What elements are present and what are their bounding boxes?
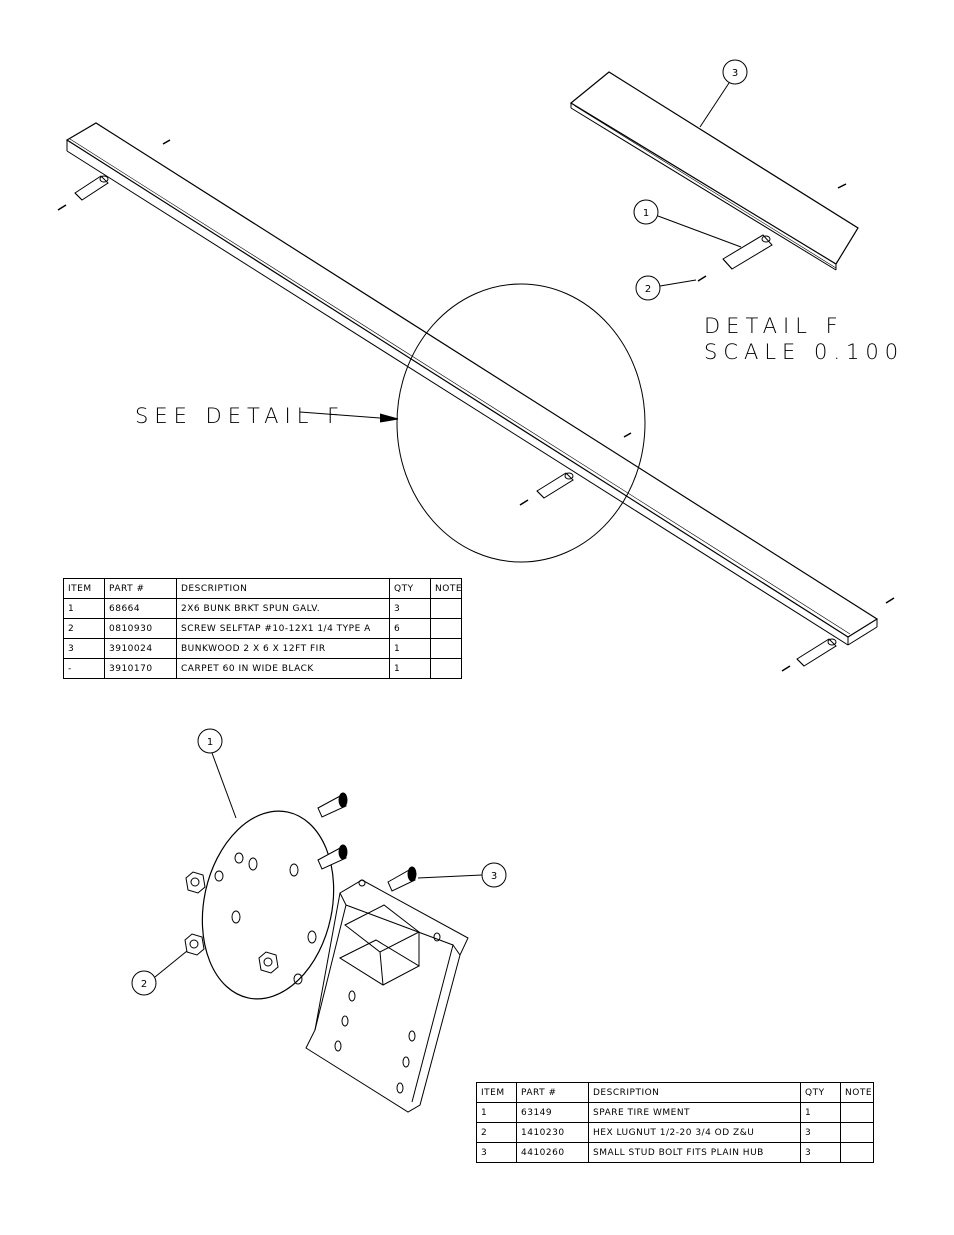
- see-detail-leader: [299, 411, 399, 423]
- table-row: 1 68664 2X6 BUNK BRKT SPUN GALV. 3: [63, 598, 462, 619]
- callout-label: 3: [491, 871, 497, 882]
- table-row: 1 63149 SPARE TIRE WMENT 1: [476, 1102, 874, 1123]
- detail-scale: SCALE 0.100: [704, 340, 904, 364]
- screw-icon: [57, 139, 895, 672]
- mount-plate: [201, 810, 335, 1000]
- col-description: DESCRIPTION: [176, 578, 390, 599]
- detail-title: DETAIL F: [704, 314, 844, 338]
- table-row: 2 0810930 SCREW SELFTAP #10-12X1 1/4 TYP…: [63, 618, 462, 639]
- callout-circle: [722, 59, 748, 85]
- col-item: ITEM: [63, 578, 105, 599]
- callout-label: 2: [141, 979, 147, 990]
- callout-label: 2: [645, 284, 651, 295]
- callout-circle: [131, 970, 157, 996]
- parts-list-top: ITEM PART # DESCRIPTION QTY NOTE 1 68664…: [63, 578, 462, 679]
- see-detail-label: SEE DETAIL F: [135, 404, 345, 428]
- col-qty: QTY: [389, 578, 431, 599]
- hex-lugnut: [184, 871, 279, 974]
- callout-label: 1: [207, 737, 213, 748]
- detail-f-board: [569, 71, 859, 271]
- bunk-bracket-middle: [536, 472, 574, 499]
- table-row: 3 3910024 BUNKWOOD 2 X 6 X 12FT FIR 1: [63, 638, 462, 659]
- mount-bracket: [305, 879, 469, 1113]
- callout-circle: [633, 199, 659, 225]
- bunk-bracket-left: [74, 175, 109, 201]
- callout-label: 3: [732, 68, 738, 79]
- bunk-board-long: [65, 122, 879, 646]
- callout-circle: [197, 728, 223, 754]
- bunk-bracket-right: [796, 638, 837, 667]
- col-qty: QTY: [800, 1082, 841, 1103]
- table-row: - 3910170 CARPET 60 IN WIDE BLACK 1: [63, 658, 462, 679]
- callout-label: 1: [643, 208, 649, 219]
- detail-f-bracket: [722, 234, 773, 270]
- col-item: ITEM: [476, 1082, 517, 1103]
- col-part: PART #: [516, 1082, 589, 1103]
- parts-list-bottom: ITEM PART # DESCRIPTION QTY NOTE 1 63149…: [476, 1082, 874, 1163]
- table-row: 2 1410230 HEX LUGNUT 1/2-20 3/4 OD Z&U 3: [476, 1122, 874, 1143]
- col-note: NOTE: [430, 578, 462, 599]
- table-header-row: ITEM PART # DESCRIPTION QTY NOTE: [476, 1082, 874, 1103]
- col-description: DESCRIPTION: [588, 1082, 801, 1103]
- table-header-row: ITEM PART # DESCRIPTION QTY NOTE: [63, 578, 462, 599]
- screw-icon: [697, 183, 847, 282]
- stud-bolt: [317, 792, 417, 892]
- callout-circle: [635, 275, 661, 301]
- col-note: NOTE: [840, 1082, 874, 1103]
- detail-f-circle: [396, 283, 646, 563]
- table-row: 3 4410260 SMALL STUD BOLT FITS PLAIN HUB…: [476, 1142, 874, 1163]
- col-part: PART #: [104, 578, 177, 599]
